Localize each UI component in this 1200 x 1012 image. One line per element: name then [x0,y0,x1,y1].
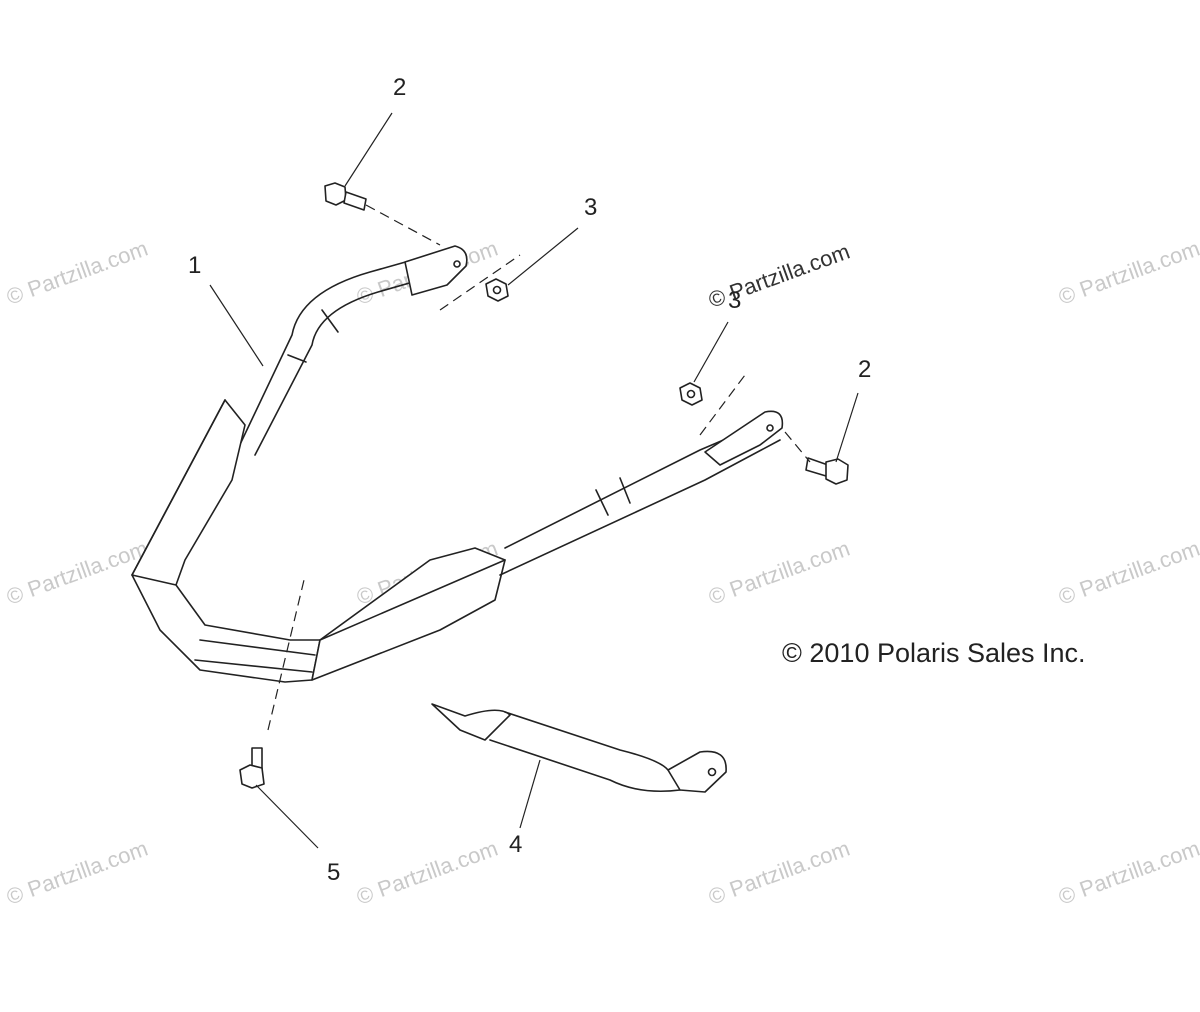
watermark-layer: © Partzilla.com © Partzilla.com © Partzi… [3,236,1200,910]
bolt-upper [324,182,441,246]
callout-1: 1 [188,252,201,279]
watermark: © Partzilla.com [1055,236,1200,310]
front-bumper [131,245,784,683]
watermark: © Partzilla.com [705,836,853,910]
callout-3-upper: 3 [584,194,597,221]
callout-4: 4 [509,831,522,858]
watermark: © Partzilla.com [3,836,151,910]
callout-2-upper: 2 [393,74,406,101]
leader-lines [209,112,859,849]
screw-bottom [239,579,305,789]
nut-right [679,374,746,436]
nut-upper [439,254,521,311]
watermark: © Partzilla.com [705,536,853,610]
watermark: © Partzilla.com [1055,536,1200,610]
callout-3-right: 3 [728,287,741,314]
watermark: © Partzilla.com [1055,836,1200,910]
copyright-notice: © 2010 Polaris Sales Inc. [782,638,1086,668]
bolt-right [784,431,849,485]
watermark: © Partzilla.com [3,236,151,310]
callout-2-right: 2 [858,356,871,383]
callout-labels: 1 2 2 3 3 4 5 [188,74,871,886]
watermark: © Partzilla.com [353,836,501,910]
tube-bracket [431,703,727,793]
watermark: © Partzilla.com [3,536,151,610]
callout-5: 5 [327,859,340,886]
